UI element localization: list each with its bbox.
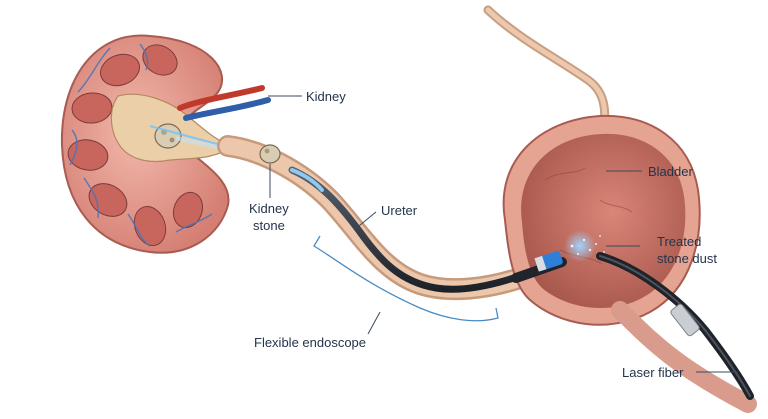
label-flexible-endoscope: Flexible endoscope <box>254 335 366 350</box>
label-bladder: Bladder <box>648 164 693 179</box>
label-kidney: Kidney <box>306 89 346 104</box>
renal-vein <box>183 97 271 121</box>
treated-stone-dust <box>564 230 605 262</box>
label-kidney-stone-1: Kidney <box>249 201 289 216</box>
label-treated-1: Treated <box>657 234 701 249</box>
endoscope-bracket <box>313 235 499 322</box>
endoscope-tip <box>511 251 567 283</box>
flexible-endoscope <box>288 166 524 293</box>
renal-artery <box>177 85 265 111</box>
bladder-lumen <box>521 133 686 309</box>
label-ureter: Ureter <box>381 203 418 218</box>
label-laser-fiber: Laser fiber <box>622 365 684 380</box>
kidney-stone <box>259 144 281 164</box>
label-kidney-stone-2: stone <box>253 218 285 233</box>
kidney <box>60 34 271 254</box>
laser-fiber <box>596 252 754 400</box>
ureter-leader <box>353 211 377 231</box>
endoscope-leader <box>367 311 381 335</box>
label-treated-2: stone dust <box>657 251 717 266</box>
